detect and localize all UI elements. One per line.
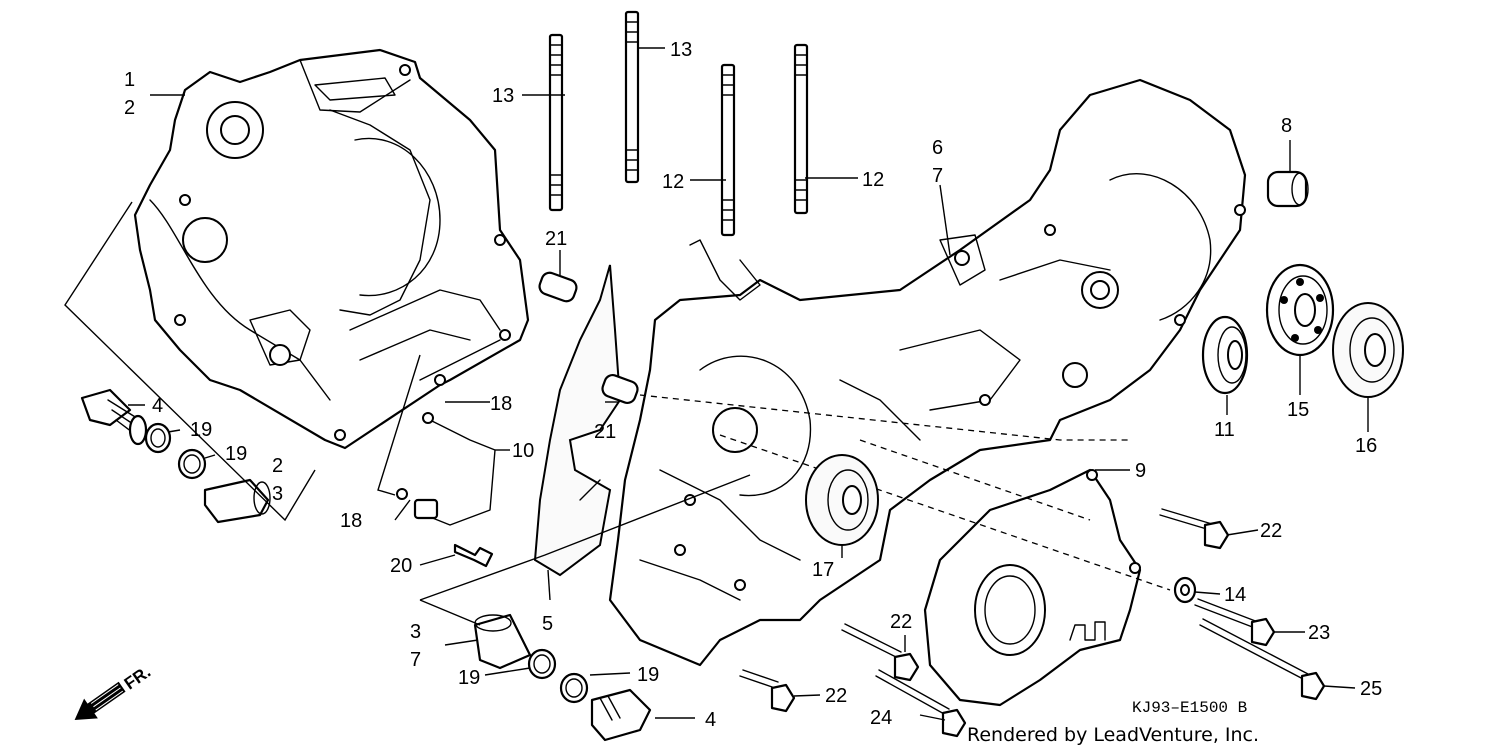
callout-2: 2 xyxy=(124,97,135,119)
callout-22: 22 xyxy=(825,685,847,707)
o-ring xyxy=(559,672,589,704)
callout-1: 1 xyxy=(124,69,135,91)
bolt-23 xyxy=(1194,598,1276,647)
callout-20: 20 xyxy=(390,555,412,577)
oil-pipe xyxy=(396,412,496,526)
bolt-22-lower xyxy=(739,669,796,713)
bearing-15 xyxy=(1265,263,1335,357)
bolt-24 xyxy=(875,669,967,738)
callout-5: 5 xyxy=(542,613,553,635)
o-ring-inner xyxy=(533,654,551,674)
right-side-cover xyxy=(923,468,1142,707)
callout-9: 9 xyxy=(1135,460,1146,482)
crankcase-gasket xyxy=(533,264,622,577)
right-crankcase-half xyxy=(608,78,1247,667)
o-ring-inner xyxy=(183,454,201,474)
stud-bolts xyxy=(548,10,809,237)
callout-leaders xyxy=(128,47,1369,721)
front-direction-label: FR. xyxy=(121,662,154,693)
callout-19: 19 xyxy=(190,419,212,441)
callout-16: 16 xyxy=(1355,435,1377,457)
dowel-pin xyxy=(601,374,639,404)
bearing-16 xyxy=(1332,302,1404,398)
assembly-line xyxy=(639,394,1130,441)
bolt-22-upper xyxy=(1159,508,1230,550)
callout-7: 7 xyxy=(410,649,421,671)
oil-seal-17 xyxy=(805,454,879,546)
render-credit: Rendered by LeadVenture, Inc. xyxy=(967,724,1259,746)
bolt-20 xyxy=(453,543,494,568)
callout-18: 18 xyxy=(490,393,512,415)
callout-23: 23 xyxy=(1308,622,1330,644)
o-ring xyxy=(177,448,207,480)
callout-11: 11 xyxy=(1214,419,1235,441)
callout-17: 17 xyxy=(812,559,834,581)
callout-3: 3 xyxy=(410,621,421,643)
front-direction-arrow: FR. xyxy=(74,662,154,720)
o-ring-inner xyxy=(565,678,583,698)
callout-21: 21 xyxy=(594,421,616,443)
callout-22: 22 xyxy=(890,611,912,633)
o-ring xyxy=(144,422,172,454)
assembly-line xyxy=(719,434,1171,591)
collar-upper xyxy=(203,478,271,524)
callout-8: 8 xyxy=(1281,115,1292,137)
callout-15: 15 xyxy=(1287,399,1309,421)
group-bracket xyxy=(377,354,421,496)
callout-22: 22 xyxy=(1260,520,1282,542)
group-bracket xyxy=(419,474,751,601)
drawing-code: KJ93–E1500 B xyxy=(1132,699,1247,717)
callout-6: 6 xyxy=(932,137,943,159)
o-ring xyxy=(527,648,557,680)
group-bracket xyxy=(64,201,316,522)
callout-19: 19 xyxy=(637,664,659,686)
o-ring-inner xyxy=(150,428,166,448)
callout-14: 14 xyxy=(1224,584,1246,606)
callout-18: 18 xyxy=(340,510,362,532)
collar-lower xyxy=(473,613,532,670)
drain-plug-upper xyxy=(80,388,148,446)
callout-2: 2 xyxy=(272,455,283,477)
callout-12: 12 xyxy=(862,169,884,191)
bolt-22-middle xyxy=(841,623,920,682)
oil-seal-11 xyxy=(1201,315,1249,395)
callout-13: 13 xyxy=(492,85,514,107)
callout-24: 24 xyxy=(870,707,892,729)
callout-13: 13 xyxy=(670,39,692,61)
callout-3: 3 xyxy=(272,483,283,505)
callout-10: 10 xyxy=(512,440,534,462)
dowel-pin xyxy=(538,271,578,303)
callout-7: 7 xyxy=(932,165,943,187)
group-bracket xyxy=(419,599,481,626)
callout-4: 4 xyxy=(705,709,716,731)
callout-19: 19 xyxy=(225,443,247,465)
callout-25: 25 xyxy=(1360,678,1382,700)
bearing-8 xyxy=(1266,170,1309,208)
bolt-25 xyxy=(1199,618,1326,701)
callout-4: 4 xyxy=(152,395,163,417)
drain-plug-lower xyxy=(590,688,652,742)
callout-12: 12 xyxy=(662,171,684,193)
left-crankcase-half xyxy=(133,48,530,450)
assembly-line xyxy=(859,439,1091,521)
callout-19: 19 xyxy=(458,667,480,689)
washer-14 xyxy=(1173,576,1197,604)
callout-21: 21 xyxy=(545,228,567,250)
